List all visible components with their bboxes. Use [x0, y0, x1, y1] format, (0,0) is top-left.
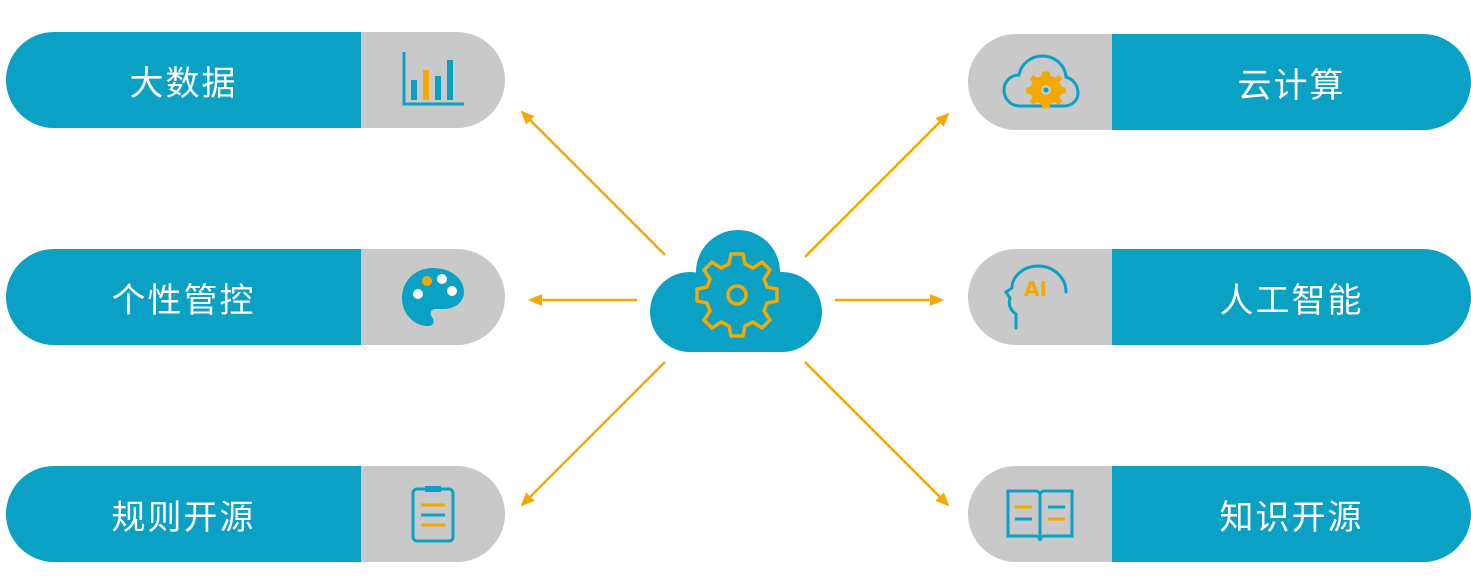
pill-rules-open-source[interactable]: 规则开源: [6, 466, 505, 562]
pill-label: 云计算: [1112, 34, 1471, 130]
arrow-to-knowledge-open-source: [804, 361, 950, 507]
pill-big-data[interactable]: 大数据: [6, 32, 505, 128]
arrow-to-big-data: [520, 110, 666, 256]
document-list-icon: [411, 486, 455, 543]
arrow-to-rules-open-source: [520, 361, 666, 507]
pill-cloud-computing[interactable]: 云计算: [968, 34, 1471, 130]
pill-label: 规则开源: [6, 466, 361, 562]
pill-personal-control[interactable]: 个性管控: [6, 249, 505, 345]
pill-ai[interactable]: AI 人工智能: [968, 249, 1471, 345]
ai-head-icon: AI: [1003, 264, 1068, 330]
pill-label: 个性管控: [6, 249, 361, 345]
open-book-icon: [1006, 489, 1074, 542]
palette-icon: [402, 268, 464, 326]
cloud-gear-icon: [1002, 54, 1080, 109]
pill-knowledge-open-source[interactable]: 知识开源: [968, 466, 1471, 562]
arrow-to-cloud-computing: [804, 112, 950, 258]
pill-label: 知识开源: [1112, 466, 1471, 562]
svg-text:AI: AI: [1024, 277, 1047, 301]
pill-label: 大数据: [6, 32, 361, 128]
pill-label: 人工智能: [1112, 249, 1471, 345]
bar-chart-icon: [402, 52, 464, 106]
